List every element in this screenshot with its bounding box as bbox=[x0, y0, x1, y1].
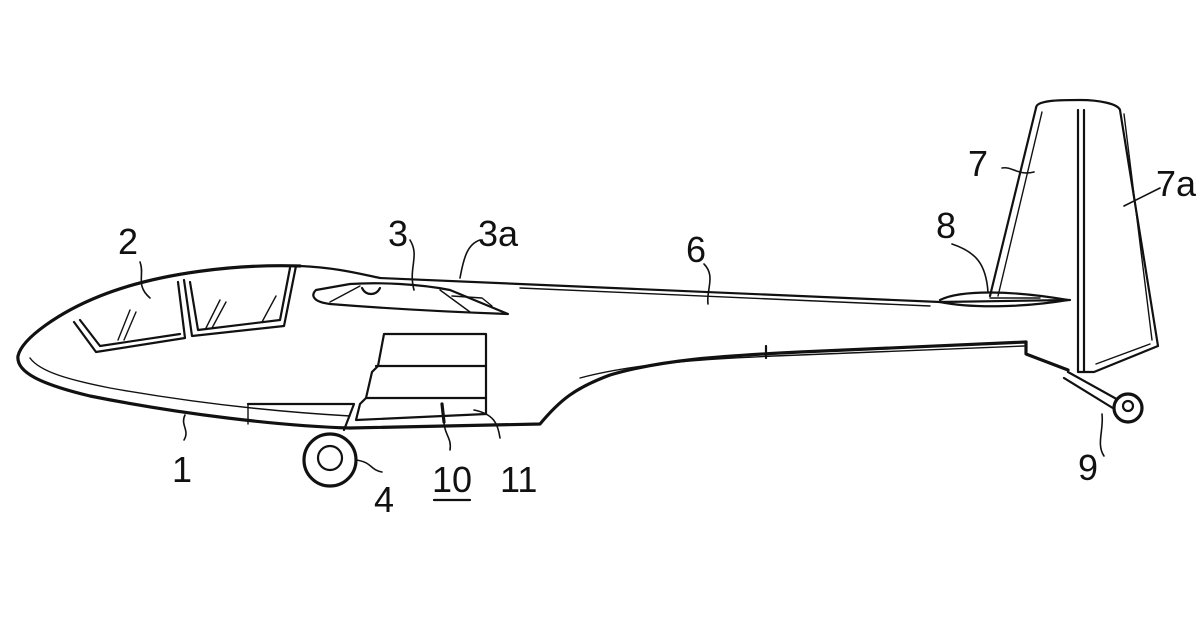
label-9: 9 bbox=[1078, 447, 1098, 488]
leader-6 bbox=[703, 263, 711, 305]
leader-8 bbox=[951, 243, 989, 293]
wing-root bbox=[312, 282, 510, 316]
leader-4 bbox=[355, 459, 383, 473]
label-7a: 7a bbox=[1156, 163, 1197, 204]
leader-3 bbox=[409, 239, 415, 291]
leader-1 bbox=[182, 414, 187, 441]
leader-11 bbox=[473, 409, 501, 439]
canopy bbox=[72, 264, 298, 354]
label-3a: 3a bbox=[478, 213, 519, 254]
tail-wheel bbox=[1062, 370, 1144, 424]
label-2: 2 bbox=[118, 221, 138, 262]
label-8: 8 bbox=[936, 205, 956, 246]
leader-3a bbox=[459, 239, 481, 279]
label-6: 6 bbox=[686, 229, 706, 270]
air-brake-assembly bbox=[246, 332, 488, 432]
fuselage bbox=[16, 264, 1072, 430]
label-10: 10 bbox=[432, 459, 472, 500]
label-7: 7 bbox=[968, 143, 988, 184]
label-1: 1 bbox=[172, 449, 192, 490]
leader-9 bbox=[1099, 413, 1105, 457]
leader-2 bbox=[139, 261, 151, 299]
main-wheel bbox=[302, 432, 358, 488]
tail-fin bbox=[988, 98, 1160, 374]
label-11: 11 bbox=[500, 459, 537, 500]
label-4: 4 bbox=[374, 479, 394, 520]
leader-7a bbox=[1123, 187, 1161, 207]
leader-7 bbox=[1001, 166, 1035, 174]
leader-10 bbox=[443, 421, 452, 451]
horizontal-stabilizer bbox=[938, 291, 1070, 308]
label-3: 3 bbox=[388, 213, 408, 254]
